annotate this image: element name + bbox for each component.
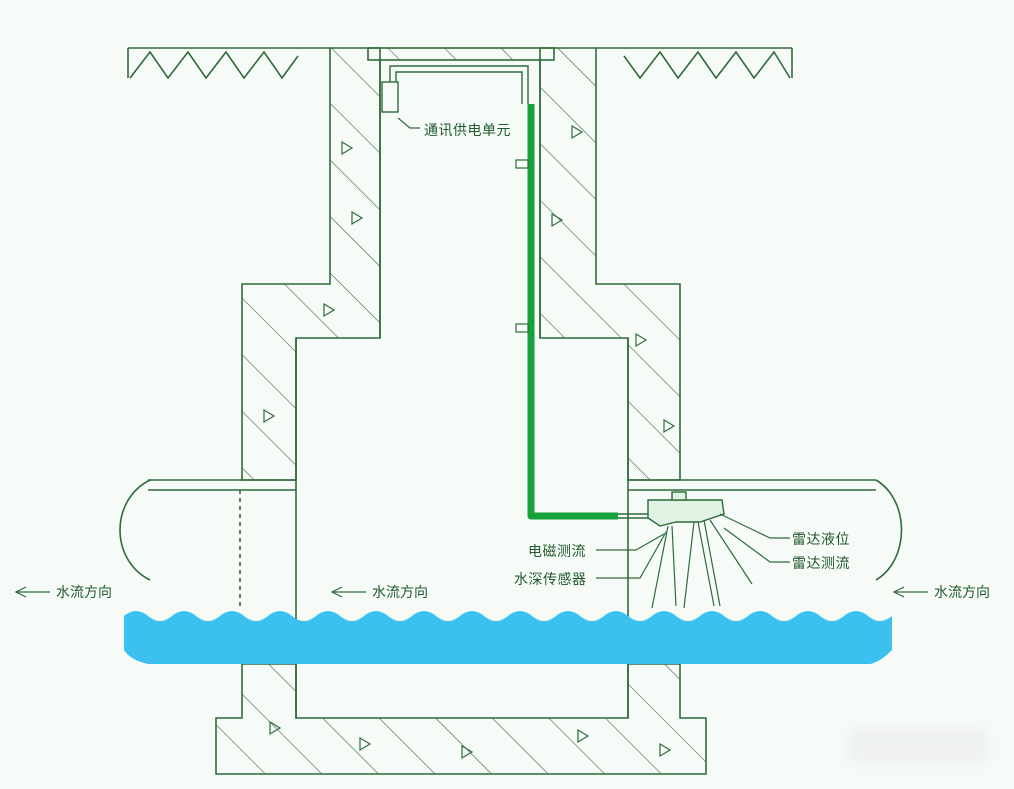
radar-sensor — [618, 491, 725, 527]
manhole-cover — [367, 47, 555, 61]
radar-flow-label: 雷达测流 — [792, 556, 850, 572]
comm-power-unit-label: 通讯供电单元 — [424, 123, 511, 139]
em-flow-label: 电磁测流 — [528, 544, 586, 560]
concrete-walls — [215, 47, 707, 775]
water-depth-sensor-label: 水深传感器 — [514, 572, 587, 588]
flow-direction-middle: 水流方向 — [330, 582, 428, 602]
ground-right — [596, 47, 793, 80]
arrow-left-icon — [14, 586, 50, 598]
radar-beams — [651, 519, 753, 609]
radar-level-label: 雷达液位 — [792, 532, 850, 548]
sewer-pipe — [119, 479, 903, 610]
watermark-blur — [848, 728, 988, 764]
aggregate-marks — [263, 124, 676, 760]
flow-direction-right: 水流方向 — [892, 582, 990, 602]
flow-direction-left-text: 水流方向 — [56, 585, 112, 601]
green-cable — [527, 104, 618, 520]
cable-conduit — [389, 65, 529, 110]
ground-left — [127, 47, 330, 80]
flow-direction-left: 水流方向 — [14, 582, 112, 602]
flow-direction-middle-text: 水流方向 — [372, 585, 428, 601]
cable-clamps — [515, 159, 529, 333]
arrow-left-icon — [330, 586, 366, 598]
comm-power-unit — [381, 81, 399, 113]
water-band — [124, 611, 892, 664]
leader-lines — [397, 117, 790, 579]
flow-direction-right-text: 水流方向 — [934, 585, 990, 601]
arrow-left-icon — [892, 586, 928, 598]
